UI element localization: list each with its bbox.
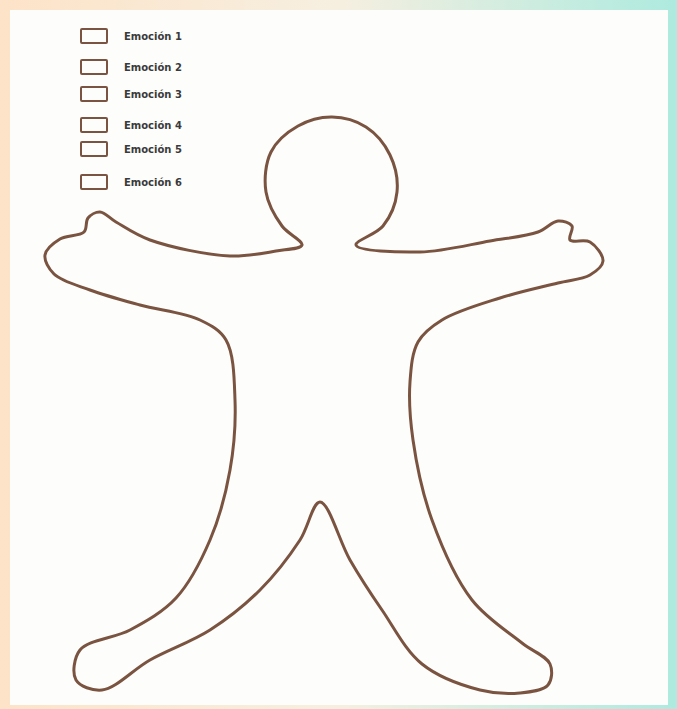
legend-label: Emoción 5 xyxy=(124,144,182,155)
body-outline-drawing xyxy=(10,10,668,705)
legend-item: Emoción 3 xyxy=(80,86,182,102)
legend-checkbox xyxy=(80,86,108,102)
legend-checkbox xyxy=(80,117,108,133)
legend-item: Emoción 6 xyxy=(80,174,182,190)
legend-checkbox xyxy=(80,59,108,75)
legend-item: Emoción 1 xyxy=(80,28,182,44)
legend-label: Emoción 2 xyxy=(124,62,182,73)
legend-checkbox xyxy=(80,28,108,44)
legend-label: Emoción 1 xyxy=(124,31,182,42)
legend-checkbox xyxy=(80,141,108,157)
legend-item: Emoción 2 xyxy=(80,59,182,75)
legend-item: Emoción 4 xyxy=(80,117,182,133)
body-outline xyxy=(45,117,603,694)
legend-label: Emoción 4 xyxy=(124,120,182,131)
legend-checkbox xyxy=(80,174,108,190)
legend-item: Emoción 5 xyxy=(80,141,182,157)
legend-label: Emoción 6 xyxy=(124,177,182,188)
page-panel: Emoción 1 Emoción 2 Emoción 3 Emoción 4 Emoc… xyxy=(10,10,668,705)
legend-label: Emoción 3 xyxy=(124,89,182,100)
